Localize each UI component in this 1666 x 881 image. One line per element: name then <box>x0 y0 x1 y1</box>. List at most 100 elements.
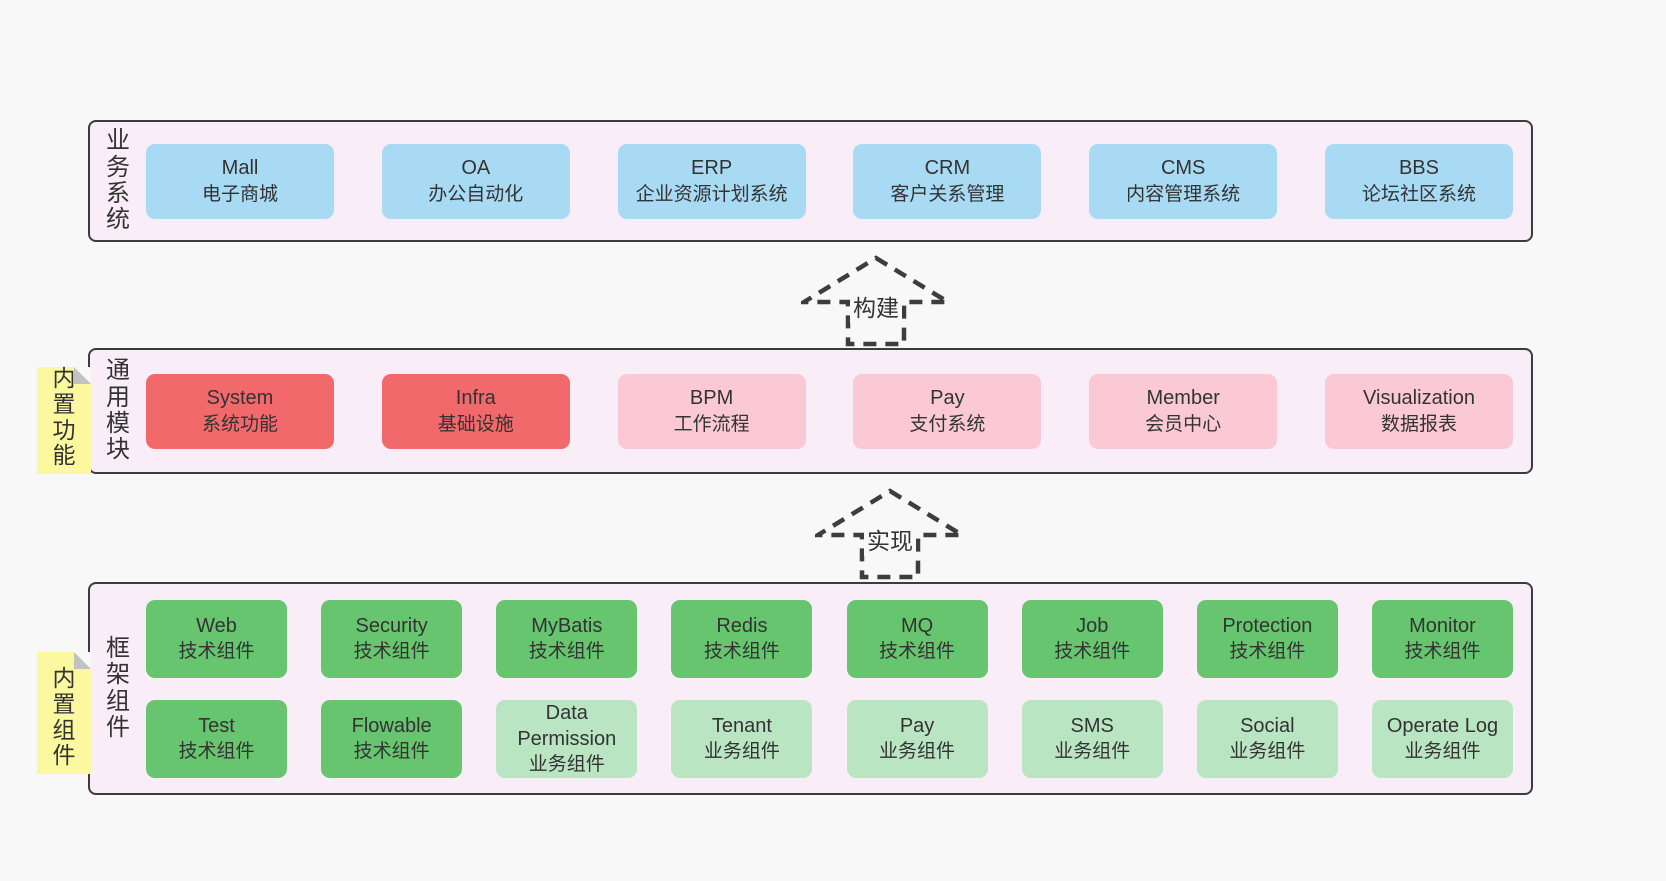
module-name-en: Mall <box>221 157 259 180</box>
box-social: Social 业务组件 <box>1196 699 1338 778</box>
box-security: Security 技术组件 <box>321 599 463 678</box>
module-name-zh: 业务组件 <box>1404 741 1481 763</box>
box-sms: SMS 业务组件 <box>1021 699 1163 778</box>
box-data-permission: Data Permission 业务组件 <box>496 699 638 778</box>
module-name-en: Pay <box>930 387 965 410</box>
module-name-en: Data Permission <box>517 701 617 750</box>
module-name-en: Social <box>1240 714 1295 737</box>
module-name-zh: 技术组件 <box>703 641 780 663</box>
module-name-zh: 数据报表 <box>1380 413 1457 435</box>
module-name-en: Member <box>1146 387 1220 410</box>
module-name-zh: 技术组件 <box>178 741 255 763</box>
box-crm: CRM 客户关系管理 <box>853 143 1042 219</box>
module-name-zh: 系统功能 <box>201 413 278 435</box>
module-name-en: Monitor <box>1409 614 1476 637</box>
module-name-zh: 技术组件 <box>1054 641 1131 663</box>
module-name-en: Operate Log <box>1386 714 1499 737</box>
box-tenant: Tenant 业务组件 <box>671 699 813 778</box>
module-name-zh: 论坛社区系统 <box>1361 183 1476 205</box>
module-name-en: Security <box>355 614 428 637</box>
box-job: Job 技术组件 <box>1021 599 1163 678</box>
module-name-en: CMS <box>1160 157 1206 180</box>
module-name-zh: 客户关系管理 <box>890 183 1005 205</box>
module-name-zh: 支付系统 <box>909 413 986 435</box>
module-name-zh: 内容管理系统 <box>1126 183 1241 205</box>
module-name-zh: 技术组件 <box>353 641 430 663</box>
build-arrow-label: 构建 <box>850 289 902 323</box>
module-name-en: Infra <box>455 387 496 410</box>
module-name-en: CRM <box>924 157 971 180</box>
module-name-en: Redis <box>716 614 768 637</box>
module-name-zh: 技术组件 <box>879 641 956 663</box>
box-pay: Pay 业务组件 <box>846 699 988 778</box>
band-label-text: 框架组件 <box>106 634 130 741</box>
up-block-arrow-icon <box>801 255 951 347</box>
module-name-zh: 技术组件 <box>528 641 605 663</box>
module-name-zh: 业务组件 <box>1229 741 1306 763</box>
module-name-zh: 办公自动化 <box>428 183 524 205</box>
module-name-zh: 电子商城 <box>201 183 278 205</box>
module-name-en: Test <box>198 714 235 737</box>
box-bpm: BPM 工作流程 <box>617 373 806 449</box>
module-name-zh: 技术组件 <box>1229 641 1306 663</box>
band-label-framework-components: 框架组件 <box>90 584 146 793</box>
module-name-zh: 企业资源计划系统 <box>635 183 788 205</box>
band-label-text: 业务系统 <box>106 127 130 234</box>
sticky-note-built-in-components: 内置组件 <box>37 652 91 774</box>
module-name-en: SMS <box>1070 714 1114 737</box>
box-member: Member 会员中心 <box>1089 373 1278 449</box>
box-mq: MQ 技术组件 <box>846 599 988 678</box>
box-monitor: Monitor 技术组件 <box>1371 599 1513 678</box>
module-name-zh: 技术组件 <box>178 641 255 663</box>
module-name-zh: 技术组件 <box>1404 641 1481 663</box>
band-label-business-systems: 业务系统 <box>90 122 146 240</box>
implement-arrow-label: 实现 <box>864 522 916 556</box>
sticky-note-text: 内置组件 <box>52 665 76 769</box>
module-name-en: Pay <box>899 714 935 737</box>
band-label-text: 通用模块 <box>106 357 130 464</box>
module-name-zh: 工作流程 <box>673 413 750 435</box>
box-mall: Mall 电子商城 <box>146 143 334 219</box>
module-name-en: MQ <box>900 614 934 637</box>
module-name-en: ERP <box>691 157 733 180</box>
box-visualization: Visualization 数据报表 <box>1324 373 1513 449</box>
box-bbs: BBS 论坛社区系统 <box>1324 143 1513 219</box>
module-name-en: BBS <box>1398 157 1439 180</box>
module-name-zh: 会员中心 <box>1145 413 1222 435</box>
box-test: Test 技术组件 <box>146 699 287 778</box>
band-label-common-modules: 通用模块 <box>90 350 146 472</box>
sticky-note-text: 内置功能 <box>52 365 76 469</box>
module-name-en: Flowable <box>351 714 432 737</box>
build-arrow: 构建 <box>801 255 951 347</box>
module-name-zh: 业务组件 <box>528 754 605 776</box>
module-name-en: Tenant <box>711 714 772 737</box>
module-name-zh: 业务组件 <box>703 741 780 763</box>
implement-arrow: 实现 <box>815 488 965 580</box>
module-name-en: Visualization <box>1363 387 1475 410</box>
module-name-en: Job <box>1076 614 1109 637</box>
module-name-zh: 业务组件 <box>1054 741 1131 763</box>
up-block-arrow-icon <box>815 488 965 580</box>
box-redis: Redis 技术组件 <box>671 599 813 678</box>
box-operate-log: Operate Log 业务组件 <box>1371 699 1513 778</box>
module-name-en: BPM <box>689 387 734 410</box>
module-name-zh: 业务组件 <box>879 741 956 763</box>
box-cms: CMS 内容管理系统 <box>1089 143 1278 219</box>
box-erp: ERP 企业资源计划系统 <box>617 143 806 219</box>
module-name-zh: 技术组件 <box>353 741 430 763</box>
box-flowable: Flowable 技术组件 <box>321 699 463 778</box>
module-name-en: Protection <box>1222 614 1313 637</box>
